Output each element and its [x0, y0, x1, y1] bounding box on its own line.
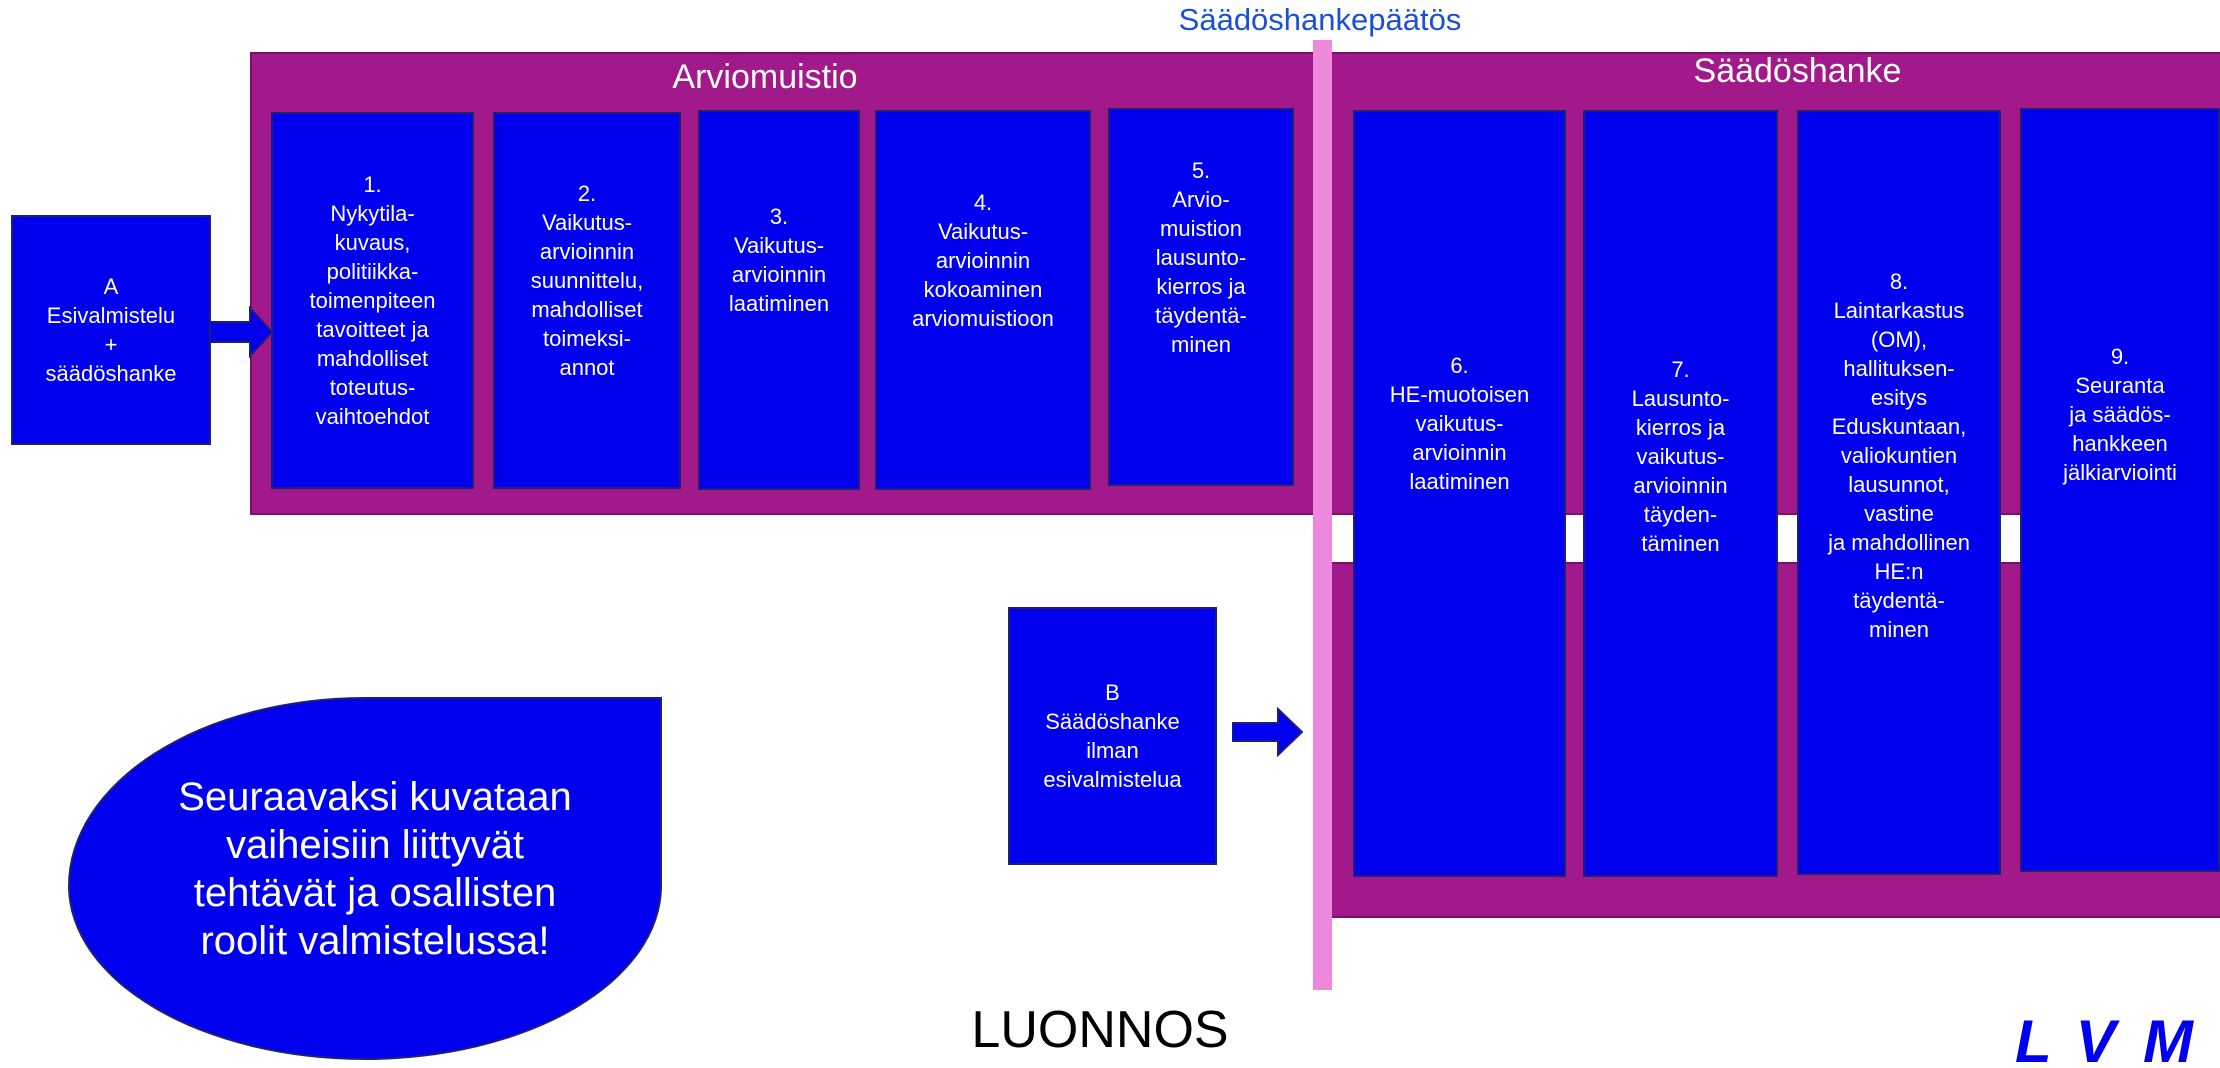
step-8-box: 8. Laintarkastus (OM), hallituksen- esit…: [1797, 110, 2001, 875]
saadoshanke-title: Säädöshanke: [1693, 52, 1902, 90]
step-9-box: 9. Seuranta ja säädös- hankkeen jälkiarv…: [2020, 108, 2220, 872]
start-box-a: A Esivalmistelu + säädöshanke: [11, 215, 211, 445]
step-1-box: 1. Nykytila- kuvaus, politiikka- toimenp…: [271, 112, 474, 489]
start-box-b: B Säädöshanke ilman esivalmistelua: [1008, 607, 1217, 865]
step-2-box: 2. Vaikutus- arvioinnin suunnittelu, mah…: [493, 112, 681, 489]
decision-divider: [1313, 40, 1332, 990]
arrow-right-icon: [210, 306, 274, 358]
arviomuistio-title: Arviomuistio: [672, 58, 858, 96]
lvm-logo: LVM: [2015, 1012, 2195, 1068]
step-6-box: 6. HE-muotoisen vaikutus- arvioinnin laa…: [1353, 110, 1566, 877]
arrow-right-icon: [1232, 707, 1304, 757]
step-4-box: 4. Vaikutus- arvioinnin kokoaminen arvio…: [875, 110, 1091, 490]
step-5-box: 5. Arvio- muistion lausunto- kierros ja …: [1108, 108, 1294, 486]
draft-label: LUONNOS: [971, 1001, 1229, 1059]
step-7-box: 7. Lausunto- kierros ja vaikutus- arvioi…: [1583, 110, 1778, 877]
decision-label: Säädöshankepäätös: [1178, 2, 1462, 37]
note-bubble: Seuraavaksi kuvataan vaiheisiin liittyvä…: [68, 697, 662, 1060]
step-3-box: 3. Vaikutus- arvioinnin laatiminen: [698, 110, 860, 490]
logo-text: LVM: [2015, 1012, 2195, 1068]
